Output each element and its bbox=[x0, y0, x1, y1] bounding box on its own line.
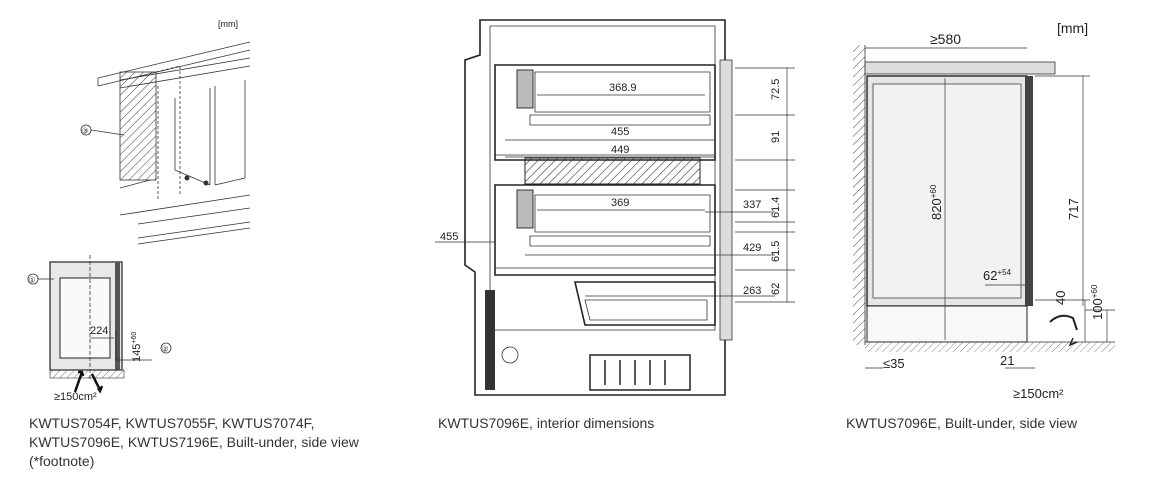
wall bbox=[853, 45, 865, 345]
upper-drawer bbox=[494, 64, 716, 161]
dim-61-4: 61.4 bbox=[770, 197, 782, 218]
dim-100: 100+60 bbox=[1090, 284, 1105, 320]
caption-line: KWTUS7096E, KWTUS7196E, Built-under, sid… bbox=[29, 434, 359, 450]
dim-62: 62+54 bbox=[983, 268, 1012, 283]
lower-drawer bbox=[494, 184, 716, 276]
dim-263: 263 bbox=[743, 285, 761, 297]
dim-21: 21 bbox=[1000, 353, 1014, 368]
dim-72-5: 72.5 bbox=[770, 79, 782, 100]
dim-717: 717 bbox=[1066, 198, 1081, 220]
unit-label: [mm] bbox=[218, 19, 238, 29]
vent-area-label: ≥150cm² bbox=[1013, 386, 1064, 401]
caption-line: KWTUS7096E, Built-under, side view bbox=[846, 415, 1078, 431]
figure-1-builtunder-diagram: [mm] ③ ① ② bbox=[27, 19, 251, 400]
installation-dimensions: ≥580 820+60 717 62+54 40 100+60 ≤35 21 ≥… bbox=[865, 31, 1115, 401]
dim-40: 40 bbox=[1053, 291, 1068, 305]
vent-area-label: ≥150cm² bbox=[54, 391, 97, 400]
worktop bbox=[864, 61, 1056, 75]
floor bbox=[865, 342, 1115, 352]
dim-224: 224 bbox=[90, 325, 108, 337]
side-view-small: ① ② 224 145+60 ≥150cm² bbox=[27, 255, 172, 400]
callout-2: ② bbox=[162, 345, 169, 354]
bottom-crisper bbox=[573, 281, 716, 326]
callout-3: ③ bbox=[82, 127, 89, 136]
dim-145: 145+60 bbox=[131, 332, 143, 362]
caption-figure-2: KWTUS7096E, interior dimensions bbox=[438, 414, 798, 433]
dim-429: 429 bbox=[743, 242, 761, 254]
caption-line: KWTUS7096E, interior dimensions bbox=[438, 415, 655, 431]
dim-449: 449 bbox=[611, 144, 629, 156]
worktop-isometric: ③ bbox=[80, 41, 251, 245]
dim-455-side: 455 bbox=[440, 231, 458, 243]
interior-dimensions: 368.9 455 449 369 429 263 337 455 72.5 9… bbox=[435, 67, 795, 303]
caption-line: KWTUS7054F, KWTUS7055F, KWTUS7074F, bbox=[29, 415, 315, 431]
figure-3-side-view-diagram: [mm] ≥580 820+60 717 62+54 40 100+60 ≤35… bbox=[853, 20, 1115, 401]
divider-panel bbox=[524, 157, 701, 185]
callout-1: ① bbox=[29, 276, 36, 285]
caption-line: (*footnote) bbox=[29, 453, 95, 469]
compressor-area bbox=[589, 354, 691, 391]
dim-35: ≤35 bbox=[883, 356, 905, 371]
caption-figure-3: KWTUS7096E, Built-under, side view bbox=[846, 414, 1146, 433]
caption-figure-1: KWTUS7054F, KWTUS7055F, KWTUS7074F, KWTU… bbox=[29, 414, 399, 471]
figure-2-interior-diagram: 368.9 455 449 369 429 263 337 455 72.5 9… bbox=[435, 19, 795, 396]
dim-455-top: 455 bbox=[611, 126, 629, 138]
dim-62: 62 bbox=[770, 283, 782, 295]
dim-580: ≥580 bbox=[930, 31, 961, 47]
dim-369: 369 bbox=[611, 197, 629, 209]
dim-337: 337 bbox=[743, 199, 761, 211]
dim-61-5: 61.5 bbox=[770, 241, 782, 262]
unit-label: [mm] bbox=[1057, 20, 1088, 36]
dim-820: 820+60 bbox=[929, 184, 944, 220]
dim-368: 368.9 bbox=[609, 82, 637, 94]
dim-91: 91 bbox=[770, 131, 782, 143]
